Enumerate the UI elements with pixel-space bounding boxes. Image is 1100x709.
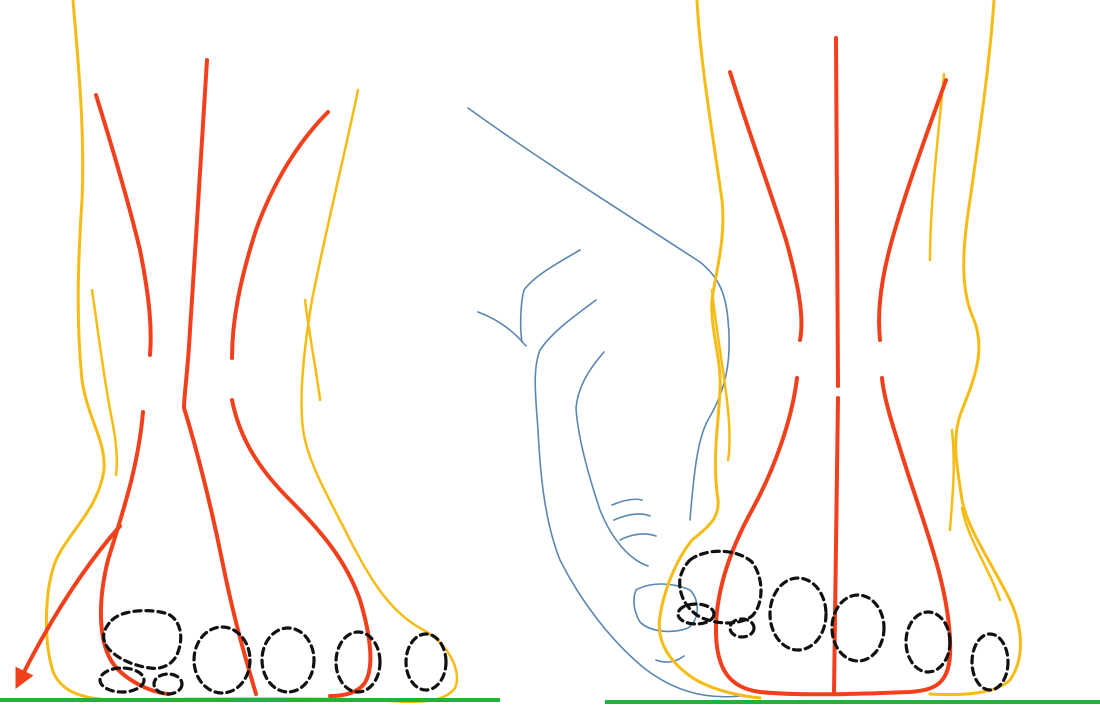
hand-knuckle-3: [619, 533, 657, 541]
left-toe-3: [260, 626, 316, 694]
right-tendon-right-upper: [877, 78, 948, 342]
right-toe-5: [970, 632, 1010, 692]
hand-knuckle-2: [613, 513, 651, 521]
left-foot-outline-inner-left: [90, 288, 119, 477]
right-toe-big-tip: [676, 602, 716, 626]
left-toe-5: [404, 632, 448, 692]
right-tendon-left-lower: [714, 376, 953, 697]
right-foot-outline-inner-heel: [948, 428, 955, 532]
right-toe-3: [830, 593, 886, 663]
left-toe-4: [334, 630, 382, 694]
left-toe-big-nail: [152, 672, 184, 696]
left-tendon-center: [182, 58, 258, 696]
hand-fingertip-crease: [655, 655, 685, 663]
left-tendon-outer-left-upper: [94, 93, 153, 357]
left-tendon-outer-left-lower: [98, 410, 170, 696]
arrow-down-left-icon: [15, 524, 122, 689]
right-foot-outline-left: [657, 0, 762, 700]
right-foot-panel: [467, 0, 1100, 704]
left-toe-big-tip: [98, 666, 146, 694]
left-toes: [98, 609, 448, 696]
hand-drawing: [467, 107, 741, 698]
left-foot-outline-right: [116, 88, 459, 704]
right-toe-2: [768, 576, 828, 652]
left-foot-panel: [0, 0, 500, 704]
left-tendon-right-lower: [230, 398, 373, 698]
hand-middle-finger: [477, 311, 527, 347]
left-toe-big: [102, 609, 183, 670]
right-tendon-center-upper: [834, 36, 840, 388]
right-toe-big-nail: [728, 617, 756, 639]
left-foot-outline-left: [44, 0, 120, 702]
right-tendon-left-upper: [728, 70, 804, 342]
hand-ring-finger: [534, 299, 741, 698]
left-toe-2: [192, 625, 252, 695]
right-foot-outline-inner-arch: [960, 506, 1002, 602]
hand-knuckle-1: [611, 498, 643, 506]
hand-arm-top: [467, 107, 730, 521]
left-foot-outline-inner-right: [303, 298, 322, 402]
hand-index-finger: [519, 249, 581, 343]
right-toe-4: [904, 610, 952, 674]
left-tendon-right-upper: [230, 110, 330, 360]
right-foot-outline-inner-left: [710, 288, 731, 462]
right-toes: [676, 549, 1010, 692]
hand-thumb: [575, 351, 649, 567]
hand-nail: [633, 583, 699, 633]
right-foot-outline-right: [928, 0, 1022, 697]
